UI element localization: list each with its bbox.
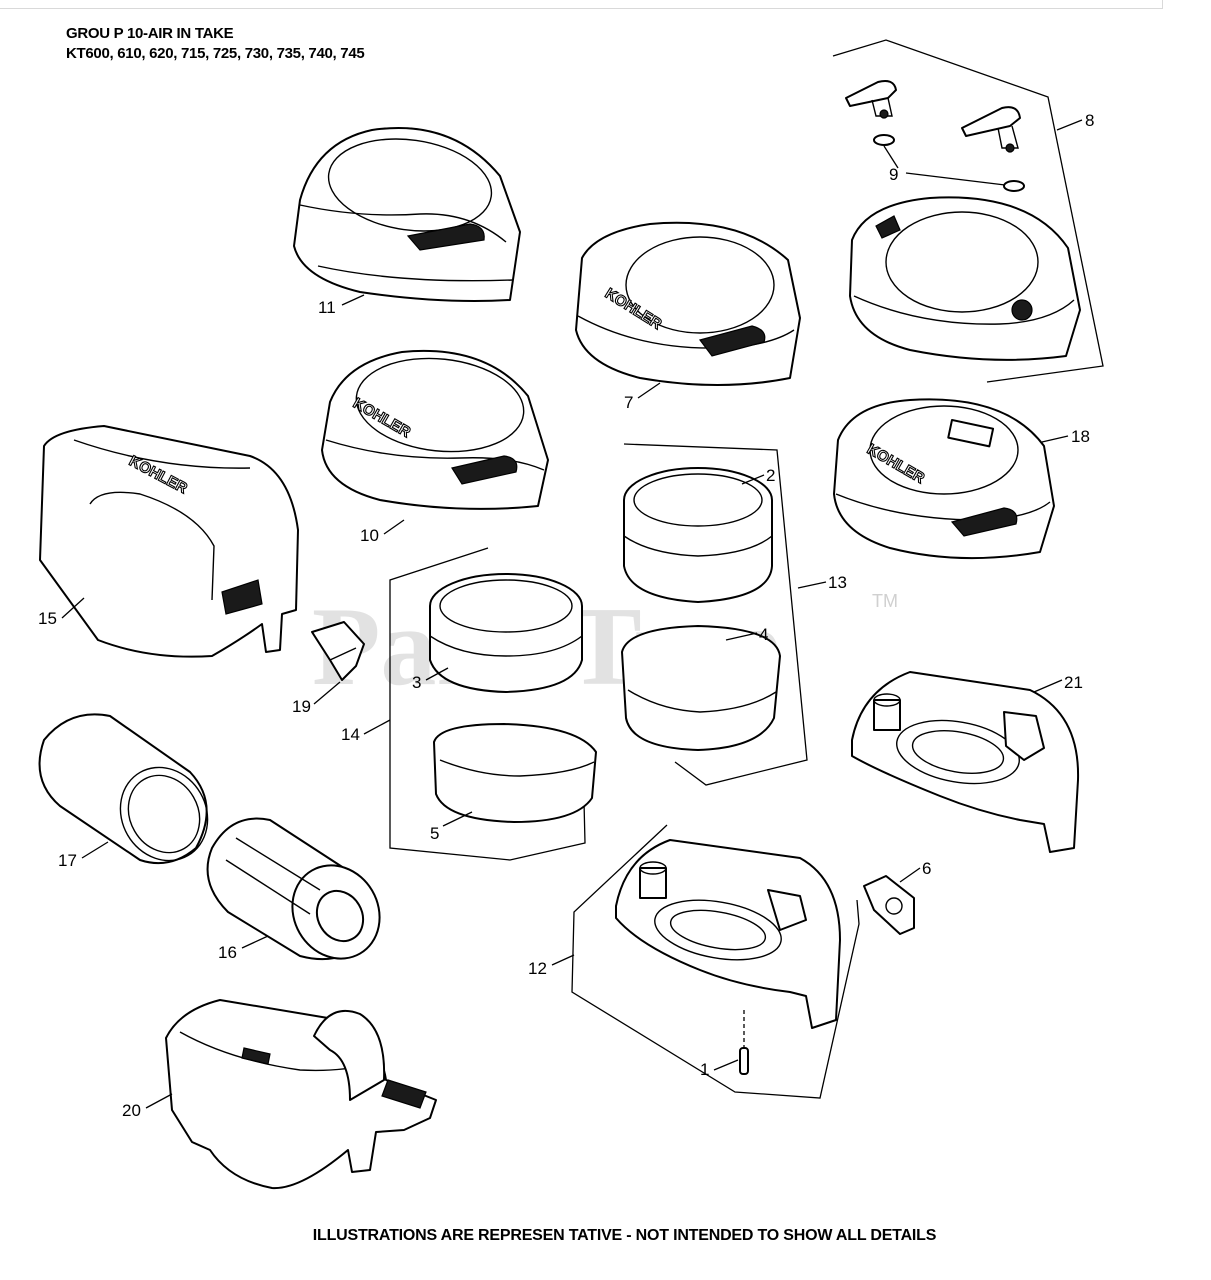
callout-14[interactable]: 14 bbox=[341, 719, 391, 744]
svg-text:21: 21 bbox=[1064, 673, 1083, 692]
part-16-inner-filter[interactable] bbox=[206, 817, 397, 975]
part-4-precleaner[interactable] bbox=[621, 625, 781, 751]
callout-12[interactable]: 12 bbox=[528, 954, 575, 978]
callout-17[interactable]: 17 bbox=[58, 841, 109, 870]
svg-text:20: 20 bbox=[122, 1101, 141, 1120]
watermark-trademark: TM bbox=[872, 591, 898, 611]
callout-15[interactable]: 15 bbox=[38, 597, 85, 628]
part-8-knob-left[interactable] bbox=[845, 80, 897, 119]
part-17-outer-filter[interactable] bbox=[38, 713, 225, 876]
svg-text:6: 6 bbox=[922, 859, 931, 878]
part-18-cover[interactable]: KOHLER bbox=[833, 398, 1055, 560]
callout-6[interactable]: 6 bbox=[899, 859, 931, 883]
callout-5[interactable]: 5 bbox=[430, 811, 473, 843]
part-12-base[interactable] bbox=[615, 839, 841, 1029]
part-20-base[interactable] bbox=[165, 999, 437, 1190]
callout-20[interactable]: 20 bbox=[122, 1093, 173, 1120]
callout-21[interactable]: 21 bbox=[1033, 673, 1083, 693]
disclaimer-footer: ILLUSTRATIONS ARE REPRESEN TATIVE - NOT … bbox=[312, 1227, 937, 1244]
svg-text:2: 2 bbox=[766, 466, 775, 485]
callout-9[interactable]: 9 bbox=[883, 145, 1006, 186]
callout-7[interactable]: 7 bbox=[624, 382, 661, 412]
svg-text:11: 11 bbox=[318, 298, 336, 317]
group-title: GROU P 10-AIR IN TAKE bbox=[66, 25, 234, 42]
svg-text:5: 5 bbox=[430, 824, 439, 843]
callout-13[interactable]: 13 bbox=[797, 573, 847, 592]
callout-1[interactable]: 1 bbox=[700, 1059, 739, 1079]
top-rule bbox=[0, 8, 1163, 9]
svg-text:18: 18 bbox=[1071, 427, 1090, 446]
callout-11[interactable]: 11 bbox=[318, 294, 365, 317]
callout-19[interactable]: 19 bbox=[292, 681, 341, 716]
part-19-clip[interactable] bbox=[311, 621, 365, 681]
part-6-gasket[interactable] bbox=[863, 875, 915, 935]
svg-text:4: 4 bbox=[759, 625, 768, 644]
callout-2[interactable]: 2 bbox=[741, 466, 775, 485]
callout-4[interactable]: 4 bbox=[725, 625, 768, 644]
callout-10[interactable]: 10 bbox=[360, 519, 405, 545]
part-8-knob-right[interactable] bbox=[961, 106, 1021, 153]
svg-text:15: 15 bbox=[38, 609, 57, 628]
svg-text:13: 13 bbox=[828, 573, 847, 592]
part-3-filter-element[interactable] bbox=[429, 573, 583, 693]
svg-text:8: 8 bbox=[1085, 111, 1094, 130]
callout-3[interactable]: 3 bbox=[412, 667, 449, 692]
svg-text:16: 16 bbox=[218, 943, 237, 962]
svg-text:3: 3 bbox=[412, 673, 421, 692]
svg-text:12: 12 bbox=[528, 959, 547, 978]
part-12-bracket bbox=[571, 824, 860, 1099]
part-5-precleaner[interactable] bbox=[433, 723, 597, 823]
svg-text:17: 17 bbox=[58, 851, 77, 870]
svg-text:1: 1 bbox=[700, 1060, 709, 1079]
model-list: KT600, 610, 620, 715, 725, 730, 735, 740… bbox=[66, 45, 365, 62]
part-15-cover[interactable]: KOHLER bbox=[39, 425, 299, 658]
diagram-title-block: GROU P 10-AIR IN TAKE KT600, 610, 620, 7… bbox=[66, 24, 365, 64]
callout-18[interactable]: 18 bbox=[1041, 427, 1090, 446]
part-9-washer-b[interactable] bbox=[1003, 180, 1025, 192]
part-10-cover[interactable]: KOHLER bbox=[321, 349, 549, 510]
svg-text:9: 9 bbox=[889, 165, 898, 184]
part-7-cover[interactable]: KOHLER bbox=[575, 221, 801, 386]
svg-text:19: 19 bbox=[292, 697, 311, 716]
part-21-base[interactable] bbox=[851, 671, 1080, 853]
part-9-washer-a[interactable] bbox=[873, 134, 895, 146]
top-rule-corner bbox=[1162, 0, 1163, 9]
part-14-bracket bbox=[389, 547, 586, 861]
part-13-bracket bbox=[623, 443, 808, 786]
part-2-filter-element[interactable] bbox=[623, 467, 773, 603]
callout-8[interactable]: 8 bbox=[1056, 111, 1094, 131]
part-8-cover[interactable] bbox=[849, 196, 1081, 361]
callout-16[interactable]: 16 bbox=[218, 935, 269, 962]
svg-text:14: 14 bbox=[341, 725, 360, 744]
part-8-bracket bbox=[832, 39, 1104, 383]
svg-text:7: 7 bbox=[624, 393, 633, 412]
part-11-cover[interactable] bbox=[293, 126, 521, 302]
svg-text:10: 10 bbox=[360, 526, 379, 545]
part-1-pin[interactable] bbox=[739, 1047, 749, 1075]
